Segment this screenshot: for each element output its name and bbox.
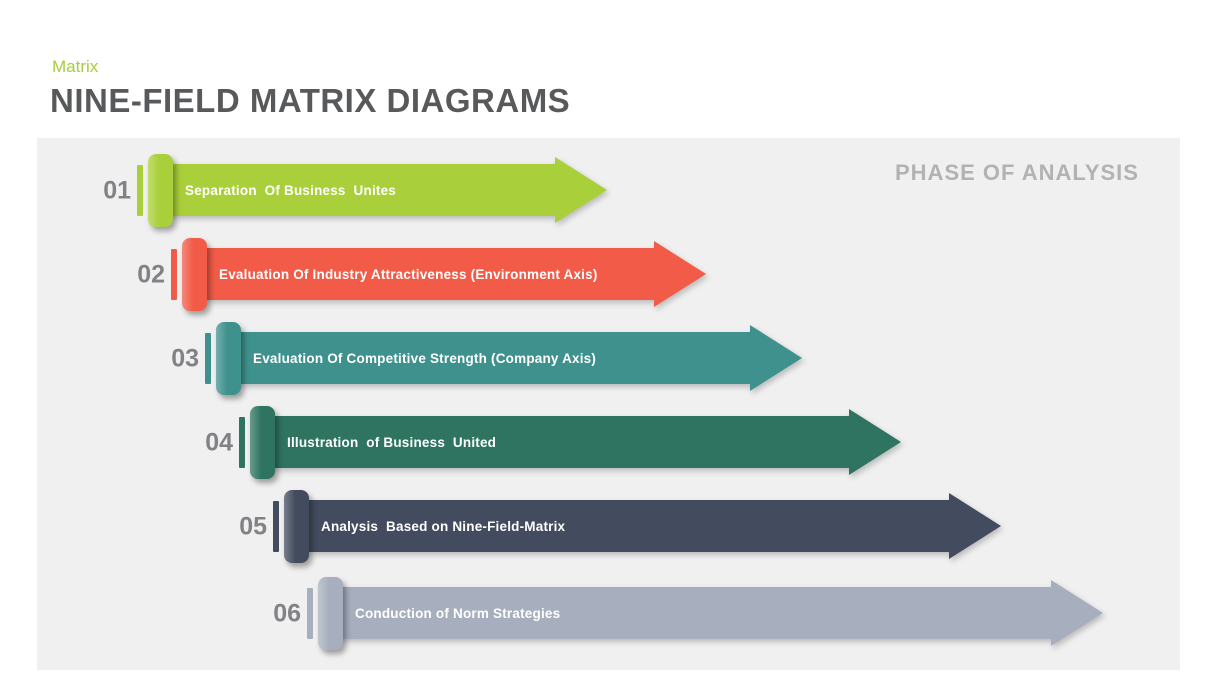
step-number: 01 xyxy=(103,176,131,204)
step-pill xyxy=(182,238,207,311)
step-pill xyxy=(148,154,173,227)
step-pill xyxy=(318,577,343,650)
step-label: Analysis Based on Nine-Field-Matrix xyxy=(321,519,566,534)
step-number: 04 xyxy=(205,428,233,456)
step-arrow xyxy=(156,157,607,223)
step-accent-bar xyxy=(307,588,313,639)
step-arrow xyxy=(326,580,1103,646)
step-accent-bar xyxy=(205,333,211,384)
step-label: Evaluation Of Competitive Strength (Comp… xyxy=(253,351,597,366)
slide-title: NINE-FIELD MATRIX DIAGRAMS xyxy=(50,82,571,119)
step-pill xyxy=(216,322,241,395)
step-number: 03 xyxy=(171,344,199,372)
content-panel xyxy=(37,138,1180,670)
step-arrow xyxy=(258,409,901,475)
step-pill xyxy=(284,490,309,563)
step-pill xyxy=(250,406,275,479)
step-label: Evaluation Of Industry Attractiveness (E… xyxy=(219,267,598,282)
step-accent-bar xyxy=(273,501,279,552)
step-accent-bar xyxy=(137,165,143,216)
step-accent-bar xyxy=(239,417,245,468)
step-row-1: 01 Separation Of Business Unites xyxy=(0,154,1227,227)
step-label: Conduction of Norm Strategies xyxy=(355,606,561,621)
step-arrow xyxy=(292,493,1001,559)
step-number: 06 xyxy=(273,599,301,627)
step-number: 05 xyxy=(239,512,267,540)
step-accent-bar xyxy=(171,249,177,300)
step-row-4: 04 Illustration of Business United xyxy=(0,406,1227,479)
step-row-6: 06 Conduction of Norm Strategies xyxy=(0,577,1227,650)
step-arrow xyxy=(224,325,802,391)
step-row-3: 03 Evaluation Of Competitive Strength (C… xyxy=(0,322,1227,395)
step-label: Separation Of Business Unites xyxy=(185,183,397,198)
phase-of-analysis-watermark: PHASE OF ANALYSIS xyxy=(895,160,1139,185)
step-label: Illustration of Business United xyxy=(287,435,497,450)
step-number: 02 xyxy=(137,260,165,288)
slide-category-label: Matrix xyxy=(52,57,99,76)
step-row-2: 02 Evaluation Of Industry Attractiveness… xyxy=(0,238,1227,311)
step-row-5: 05 Analysis Based on Nine-Field-Matrix xyxy=(0,490,1227,563)
step-arrow xyxy=(190,241,706,307)
